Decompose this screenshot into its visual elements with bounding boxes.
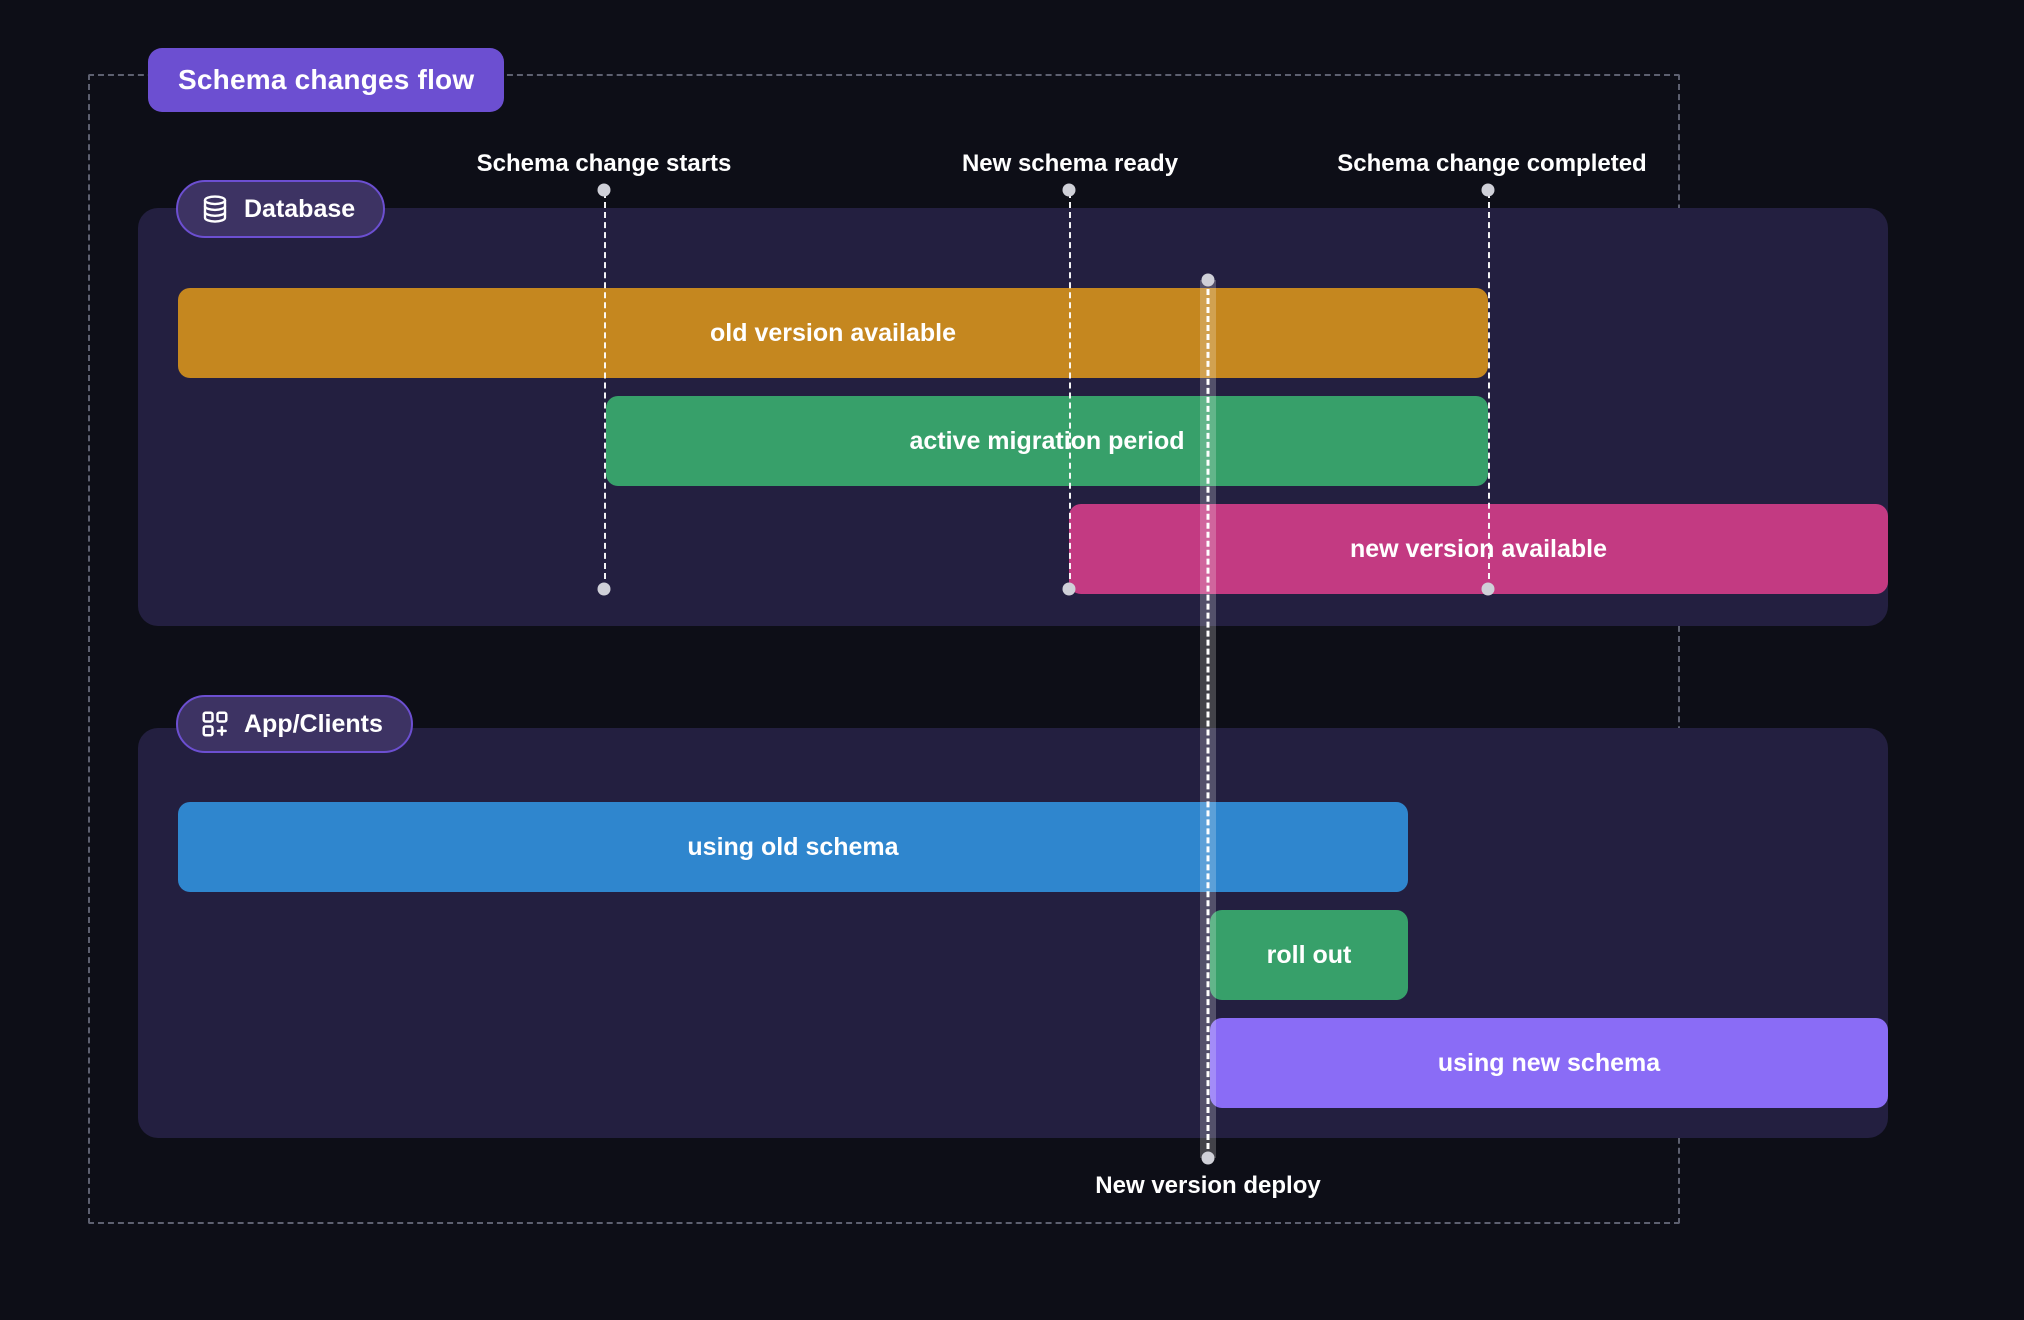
guide-dot-bottom-schema-change-starts [597,582,611,596]
bar-old-version-available[interactable]: old version available [178,288,1488,378]
guide-dot-top-new-schema-ready [1062,183,1076,197]
page-title: Schema changes flow [148,48,505,112]
guide-dot-bottom-new-schema-ready [1062,582,1076,596]
guide-dot-top-schema-change-completed [1481,183,1495,197]
bar-label: old version available [710,318,956,347]
marker-label-schema-change-completed: Schema change completed [1337,150,1647,177]
guide-dot-bottom-schema-change-completed [1481,582,1495,596]
bar-label: using new schema [1437,1048,1661,1077]
bar-label: roll out [1266,940,1352,969]
guide-dot-top-schema-change-starts [597,183,611,197]
bar-label: new version available [1349,534,1608,563]
database-icon [200,194,230,224]
grid-plus-icon [200,709,230,739]
lane-badge-label: App/Clients [244,709,383,738]
marker-label-new-version-deploy: New version deploy [1095,1172,1321,1199]
bar-label: active migration period [909,426,1185,455]
guide-line-schema-change-starts [604,192,606,589]
bar-new-version-available[interactable]: new version available [1069,504,1888,594]
guide-line-new-version-deploy [1206,280,1210,1158]
bar-using-new-schema[interactable]: using new schema [1210,1018,1888,1108]
bar-active-migration-period[interactable]: active migration period [606,396,1488,486]
guide-line-new-schema-ready [1069,192,1071,589]
bar-roll-out[interactable]: roll out [1210,910,1408,1000]
diagram-dashed-frame [88,74,1680,1224]
guide-dot-bottom-new-version-deploy [1201,1151,1215,1165]
lane-badge-app-clients[interactable]: App/Clients [176,695,413,753]
marker-label-new-schema-ready: New schema ready [961,150,1179,177]
marker-label-schema-change-starts: Schema change starts [476,150,732,177]
bar-using-old-schema[interactable]: using old schema [178,802,1408,892]
guide-dot-top-new-version-deploy [1201,273,1215,287]
lane-badge-label: Database [244,194,356,223]
lane-badge-database[interactable]: Database [176,180,386,238]
bar-label: using old schema [687,832,899,861]
guide-line-schema-change-completed [1488,192,1490,589]
